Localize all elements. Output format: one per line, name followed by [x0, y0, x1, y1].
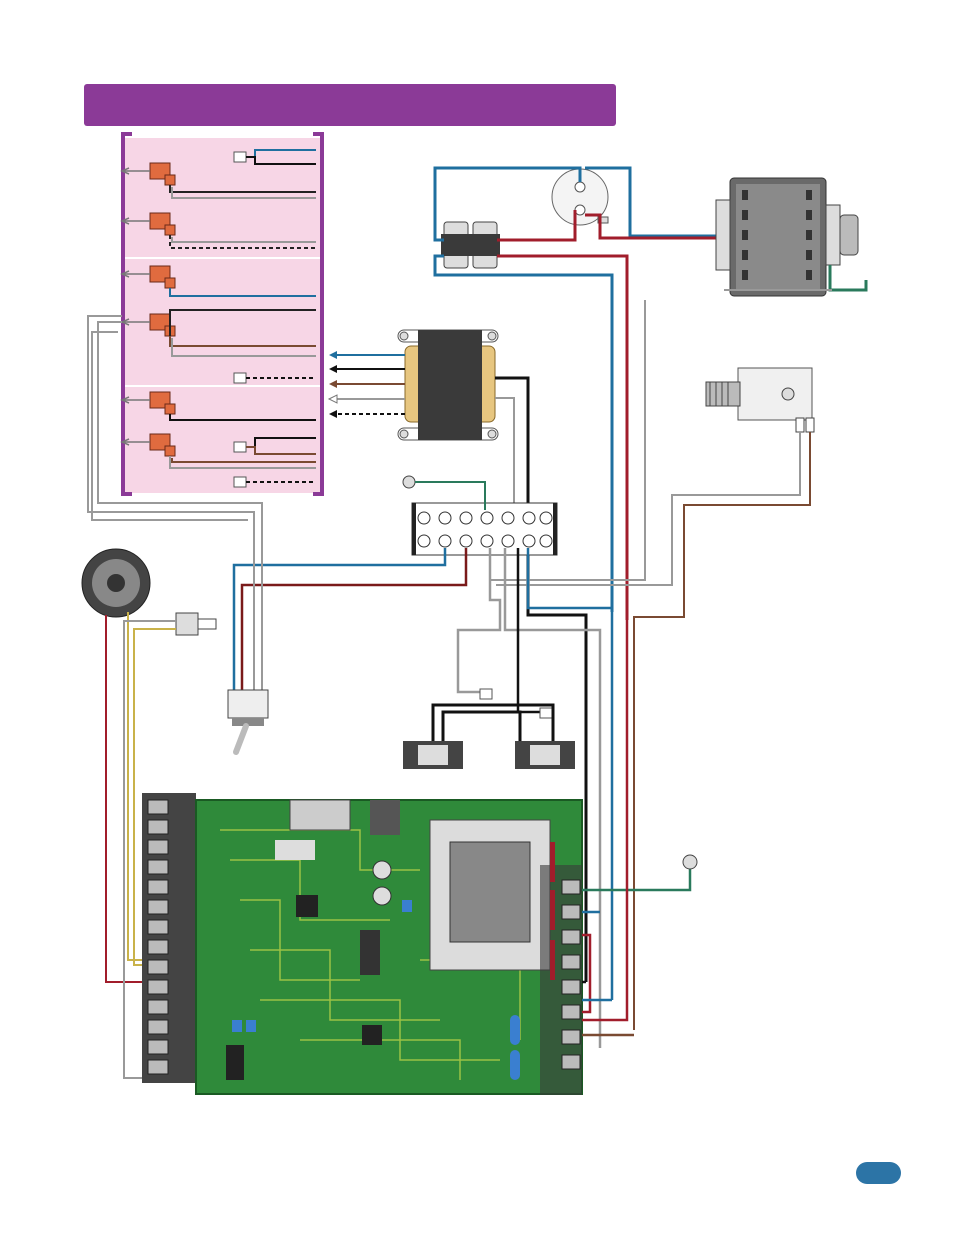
ground-lug: [683, 855, 697, 869]
toggle-switch: [228, 690, 268, 752]
limit-switch-pair: [403, 689, 575, 769]
control-board: [142, 620, 690, 1095]
speaker: [82, 549, 150, 617]
page-number-badge: [856, 1162, 901, 1184]
terminal-strip: [412, 503, 557, 555]
solenoid-valve: [706, 368, 814, 432]
zone-valve-harness: [122, 134, 322, 494]
blower-motor: [716, 178, 866, 296]
pressure-switch-pair: [441, 222, 500, 268]
